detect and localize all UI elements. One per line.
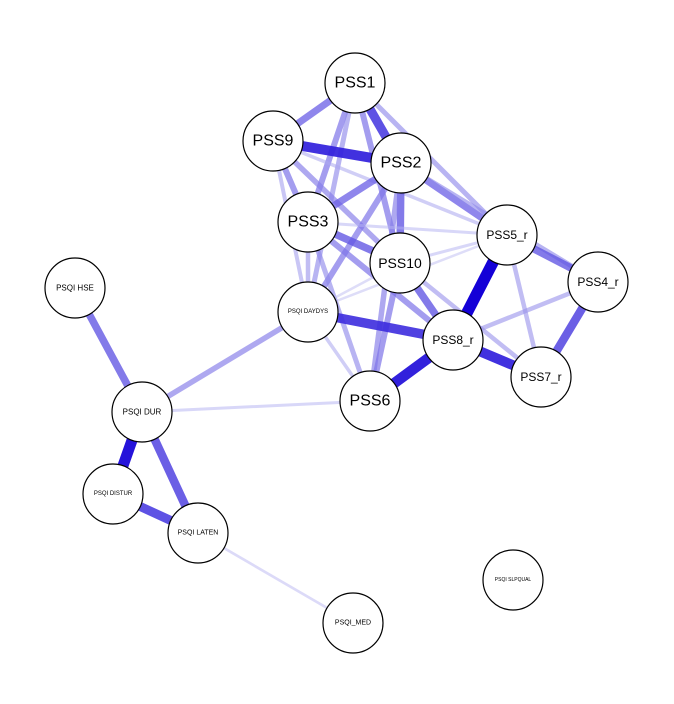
edge-pss3-pss6 <box>305 219 373 404</box>
node-psqi-distur: PSQI DISTUR <box>82 463 144 525</box>
node-pss3: PSS3 <box>277 191 339 253</box>
node-pss6: PSS6 <box>339 370 401 432</box>
node-label: PSS5_r <box>486 228 527 242</box>
node-label: PSQI DUR <box>123 408 162 417</box>
node-circle <box>369 232 431 294</box>
node-psqi-med: PSQI_MED <box>322 592 384 654</box>
node-label: PSQI LATEN <box>178 530 219 537</box>
edges-layer <box>71 78 603 625</box>
node-label: PSS6 <box>350 393 391 410</box>
node-pss10: PSS10 <box>369 232 431 294</box>
node-psqi-hse: PSQI HSE <box>44 257 106 319</box>
node-label: PSQI DAYDYS <box>288 309 328 315</box>
node-pss1: PSS1 <box>324 52 386 114</box>
node-psqi-daydys: PSQI DAYDYS <box>277 281 339 343</box>
node-circle <box>277 281 339 343</box>
node-label: PSS10 <box>378 255 422 271</box>
node-label: PSS8_r <box>432 333 473 347</box>
node-label: PSS1 <box>335 75 376 92</box>
node-pss5-r: PSS5_r <box>476 204 538 266</box>
node-label: PSS4_r <box>577 275 618 289</box>
node-pss2: PSS2 <box>370 132 432 194</box>
node-circle <box>324 52 386 114</box>
node-label: PSQI SLPQUAL <box>495 577 532 583</box>
node-label: PSS3 <box>288 214 329 231</box>
node-pss8-r: PSS8_r <box>422 309 484 371</box>
node-pss4-r: PSS4_r <box>567 251 629 313</box>
node-psqi-laten: PSQI LATEN <box>167 502 229 564</box>
node-circle <box>111 381 173 443</box>
node-circle <box>339 370 401 432</box>
node-circle <box>370 132 432 194</box>
node-label: PSQI HSE <box>56 284 94 293</box>
node-circle <box>82 463 144 525</box>
node-label: PSS2 <box>381 155 422 172</box>
node-circle <box>322 592 384 654</box>
node-label: PSQI_MED <box>335 620 371 627</box>
node-circle <box>44 257 106 319</box>
node-circle <box>510 346 572 408</box>
node-pss9: PSS9 <box>242 110 304 172</box>
node-circle <box>476 204 538 266</box>
node-circle <box>277 191 339 253</box>
node-psqi-slpqual: PSQI SLPQUAL <box>482 549 544 611</box>
node-circle <box>482 549 544 611</box>
edge-psqi-dur-pss6 <box>140 399 372 414</box>
node-label: PSQI DISTUR <box>94 491 133 497</box>
node-label: PSS9 <box>253 133 294 150</box>
node-psqi-dur: PSQI DUR <box>111 381 173 443</box>
edge-psqi-daydys-psqi-dur <box>139 309 311 415</box>
node-circle <box>167 502 229 564</box>
node-circle <box>567 251 629 313</box>
edge-pss3-pss5-r <box>306 220 509 237</box>
node-pss7-r: PSS7_r <box>510 346 572 408</box>
node-circle <box>242 110 304 172</box>
node-label: PSS7_r <box>520 370 561 384</box>
node-circle <box>422 309 484 371</box>
